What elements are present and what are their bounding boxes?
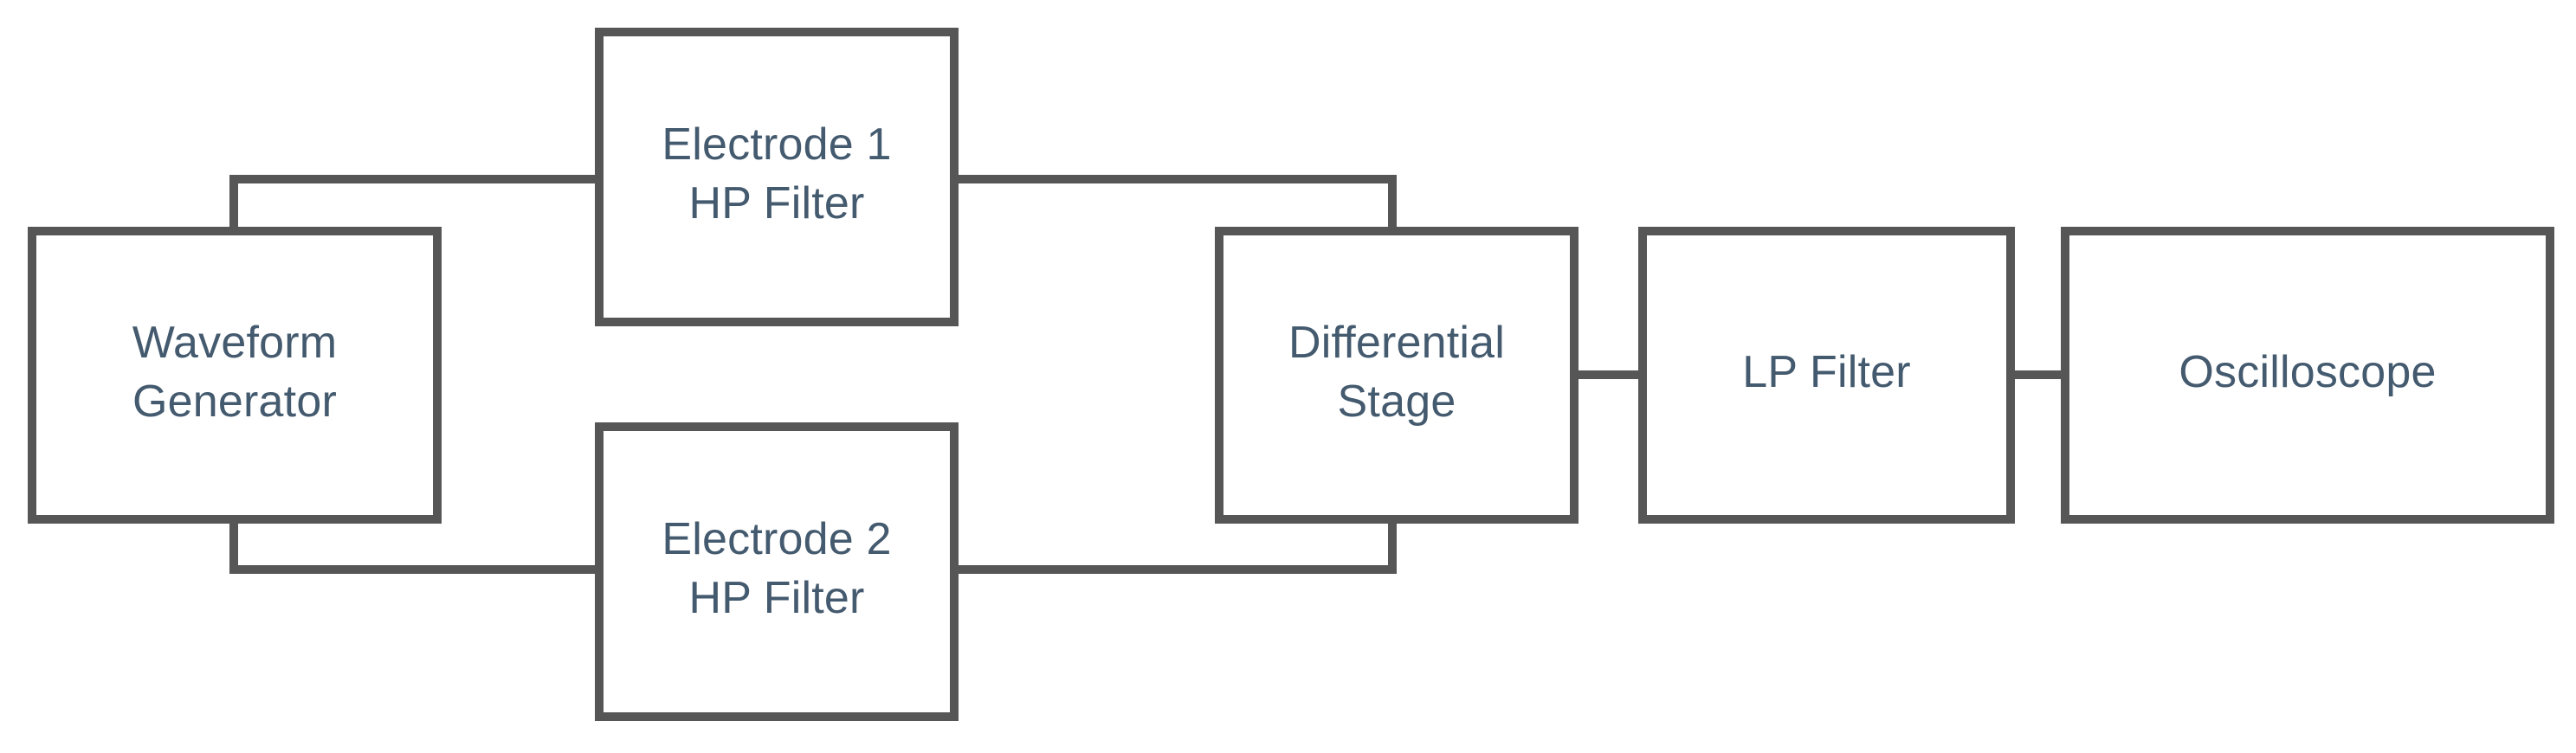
block-label-electrode-1-hp-filter-line-0: Electrode 1 bbox=[662, 119, 891, 170]
block-label-differential-stage-line-0: Differential bbox=[1288, 318, 1505, 368]
connectors-layer bbox=[229, 175, 2069, 574]
block-border-electrode-1-hp-filter bbox=[595, 28, 959, 326]
block-border-electrode-2-hp-filter bbox=[595, 422, 959, 721]
block-label-differential-stage-line-1: Stage bbox=[1338, 376, 1456, 427]
block-label-electrode-2-hp-filter-line-0: Electrode 2 bbox=[662, 514, 891, 564]
connector-electrode2-to-differential bbox=[950, 515, 1397, 574]
block-label-electrode-2-hp-filter-line-1: HP Filter bbox=[688, 573, 864, 623]
connector-wavegen-to-electrode2 bbox=[229, 519, 604, 574]
block-lp-filter[interactable]: LP Filter bbox=[1638, 227, 2015, 524]
block-label-oscilloscope-line-0: Oscilloscope bbox=[2179, 347, 2436, 397]
block-label-waveform-generator-line-1: Generator bbox=[132, 376, 337, 427]
block-electrode-2-hp-filter[interactable]: Electrode 2 HP Filter bbox=[595, 422, 959, 721]
block-oscilloscope[interactable]: Oscilloscope bbox=[2061, 227, 2554, 524]
connector-electrode1-to-differential bbox=[950, 175, 1397, 235]
block-electrode-1-hp-filter[interactable]: Electrode 1 HP Filter bbox=[595, 28, 959, 326]
connector-wavegen-to-electrode1 bbox=[229, 175, 604, 231]
block-border-lp-filter bbox=[1638, 227, 2015, 524]
block-border-oscilloscope bbox=[2061, 227, 2554, 524]
block-border-differential-stage bbox=[1215, 227, 1579, 524]
block-label-lp-filter-line-0: LP Filter bbox=[1742, 347, 1910, 397]
block-label-electrode-1-hp-filter-line-1: HP Filter bbox=[688, 178, 864, 228]
block-label-waveform-generator-line-0: Waveform bbox=[132, 318, 338, 368]
block-border-waveform-generator bbox=[28, 227, 442, 524]
